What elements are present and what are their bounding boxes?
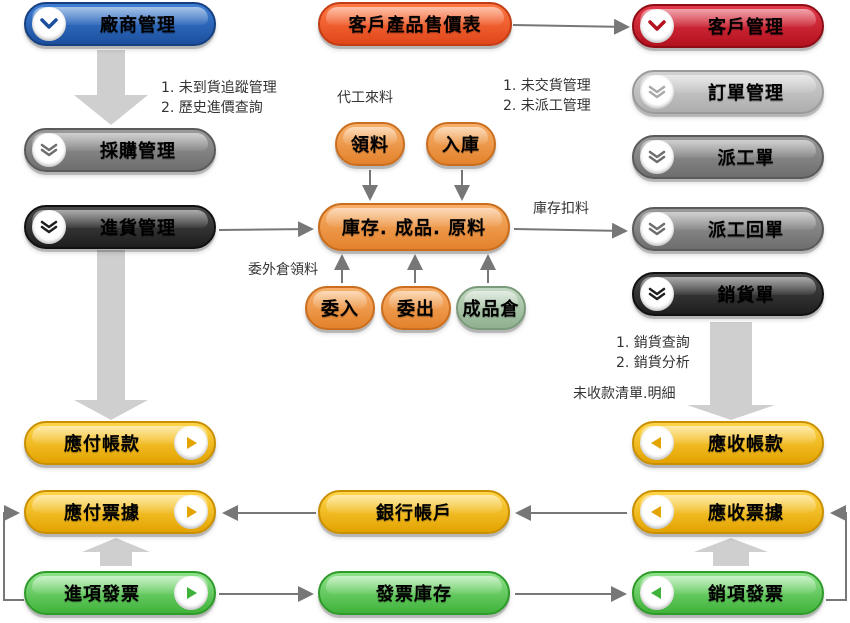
outsource-out-label: 委出: [397, 299, 435, 320]
receivable-notes-button[interactable]: 應收票據: [632, 490, 824, 534]
big-arrow-purchase-invoice-up: [82, 538, 150, 566]
play-left-icon: [640, 576, 674, 610]
dispatch-return-button[interactable]: 派工回單: [632, 207, 824, 251]
arrow-left-loop: [3, 505, 24, 601]
customer-price-label: 客戶產品售價表: [348, 15, 482, 36]
receiving-mgmt-button[interactable]: 進貨管理: [24, 205, 216, 249]
dispatch-order-button[interactable]: 派工單: [632, 135, 824, 179]
double-chevron-down-icon: [32, 210, 66, 244]
invoice-stock-label: 發票庫存: [376, 584, 452, 605]
play-right-icon: [174, 426, 208, 460]
outsource-in-button[interactable]: 委入: [305, 286, 375, 330]
arrow-receiving-to-inventory: [218, 221, 314, 238]
vendor-notes: 1. 未到貨追蹤管理 2. 歷史進價查詢: [161, 78, 277, 118]
sales-notes: 1. 銷貨查詢 2. 銷貨分析: [616, 333, 690, 373]
material-pick-label: 領料: [351, 135, 389, 156]
dispatch-return-label: 派工回單: [708, 220, 784, 241]
arrow-price-to-customer: [512, 18, 630, 35]
purchase-mgmt-button[interactable]: 採購管理: [24, 128, 216, 172]
customer-mgmt-button[interactable]: 客戶管理: [632, 4, 824, 48]
arrow-right-loop: [826, 505, 847, 601]
sales-invoice-label: 銷項發票: [708, 584, 784, 605]
receivables-button[interactable]: 應收帳款: [632, 421, 824, 465]
payables-label: 應付帳款: [64, 434, 140, 455]
purchase-invoice-button[interactable]: 進項發票: [24, 571, 216, 615]
outsource-material-note: 委外倉領料: [248, 262, 318, 278]
order-notes: 1. 未交貨管理 2. 未派工管理: [503, 76, 591, 116]
sales-order-button[interactable]: 銷貨單: [632, 272, 824, 316]
vendor-mgmt-label: 廠商管理: [100, 15, 176, 36]
double-chevron-down-icon: [640, 212, 674, 246]
chevron-down-icon: [640, 9, 674, 43]
inventory-label: 庫存. 成品. 原料: [341, 218, 487, 239]
sales-invoice-button[interactable]: 銷項發票: [632, 571, 824, 615]
play-left-icon: [640, 495, 674, 529]
sales-note-2: 2. 銷貨分析: [616, 355, 690, 371]
finished-warehouse-button[interactable]: 成品倉: [456, 286, 526, 330]
receivable-notes-label: 應收票據: [708, 503, 784, 524]
big-arrow-receiving-to-payables: [74, 250, 148, 420]
material-pick-button[interactable]: 領料: [335, 122, 405, 166]
double-chevron-down-icon: [640, 277, 674, 311]
bank-account-button[interactable]: 銀行帳戶: [318, 490, 510, 534]
play-left-icon: [640, 426, 674, 460]
double-chevron-down-icon: [32, 133, 66, 167]
payable-notes-label: 應付票據: [64, 503, 140, 524]
receiving-mgmt-label: 進貨管理: [100, 218, 176, 239]
sales-note-1: 1. 銷貨查詢: [616, 335, 690, 351]
outsource-in-label: 委入: [321, 299, 359, 320]
chevron-down-icon: [640, 75, 674, 109]
big-arrow-sales-to-receivables: [687, 322, 775, 420]
purchase-invoice-label: 進項發票: [64, 584, 140, 605]
big-arrow-vendor-to-purchase: [74, 50, 148, 125]
sales-order-label: 銷貨單: [717, 285, 775, 306]
finished-warehouse-label: 成品倉: [462, 299, 520, 320]
contract-material-note: 代工來料: [337, 90, 393, 106]
receivables-label: 應收帳款: [708, 434, 784, 455]
vendor-note-1: 1. 未到貨追蹤管理: [161, 80, 277, 96]
stock-in-button[interactable]: 入庫: [426, 122, 496, 166]
arrow-inventory-to-dispatch-return: [513, 222, 628, 239]
bank-account-label: 銀行帳戶: [376, 503, 452, 524]
dispatch-order-label: 派工單: [717, 148, 775, 169]
order-mgmt-label: 訂單管理: [708, 83, 784, 104]
order-note-2: 2. 未派工管理: [503, 98, 591, 114]
customer-price-button[interactable]: 客戶產品售價表: [318, 2, 512, 46]
play-right-icon: [174, 576, 208, 610]
chevron-down-icon: [32, 7, 66, 41]
stock-in-label: 入庫: [442, 135, 480, 156]
inventory-button[interactable]: 庫存. 成品. 原料: [318, 203, 510, 251]
order-mgmt-button[interactable]: 訂單管理: [632, 70, 824, 114]
stock-deduction-note: 庫存扣料: [533, 201, 589, 217]
payables-button[interactable]: 應付帳款: [24, 421, 216, 465]
double-chevron-down-icon: [640, 140, 674, 174]
vendor-note-2: 2. 歷史進價查詢: [161, 100, 263, 116]
customer-mgmt-label: 客戶管理: [708, 17, 784, 38]
order-note-1: 1. 未交貨管理: [503, 78, 591, 94]
unpaid-list-note: 未收款清單.明細: [573, 386, 676, 402]
vendor-mgmt-button[interactable]: 廠商管理: [24, 2, 216, 46]
payable-notes-button[interactable]: 應付票據: [24, 490, 216, 534]
invoice-stock-button[interactable]: 發票庫存: [318, 571, 510, 615]
purchase-mgmt-label: 採購管理: [100, 141, 176, 162]
big-arrow-sales-invoice-up: [694, 538, 768, 566]
play-right-icon: [174, 495, 208, 529]
outsource-out-button[interactable]: 委出: [381, 286, 451, 330]
